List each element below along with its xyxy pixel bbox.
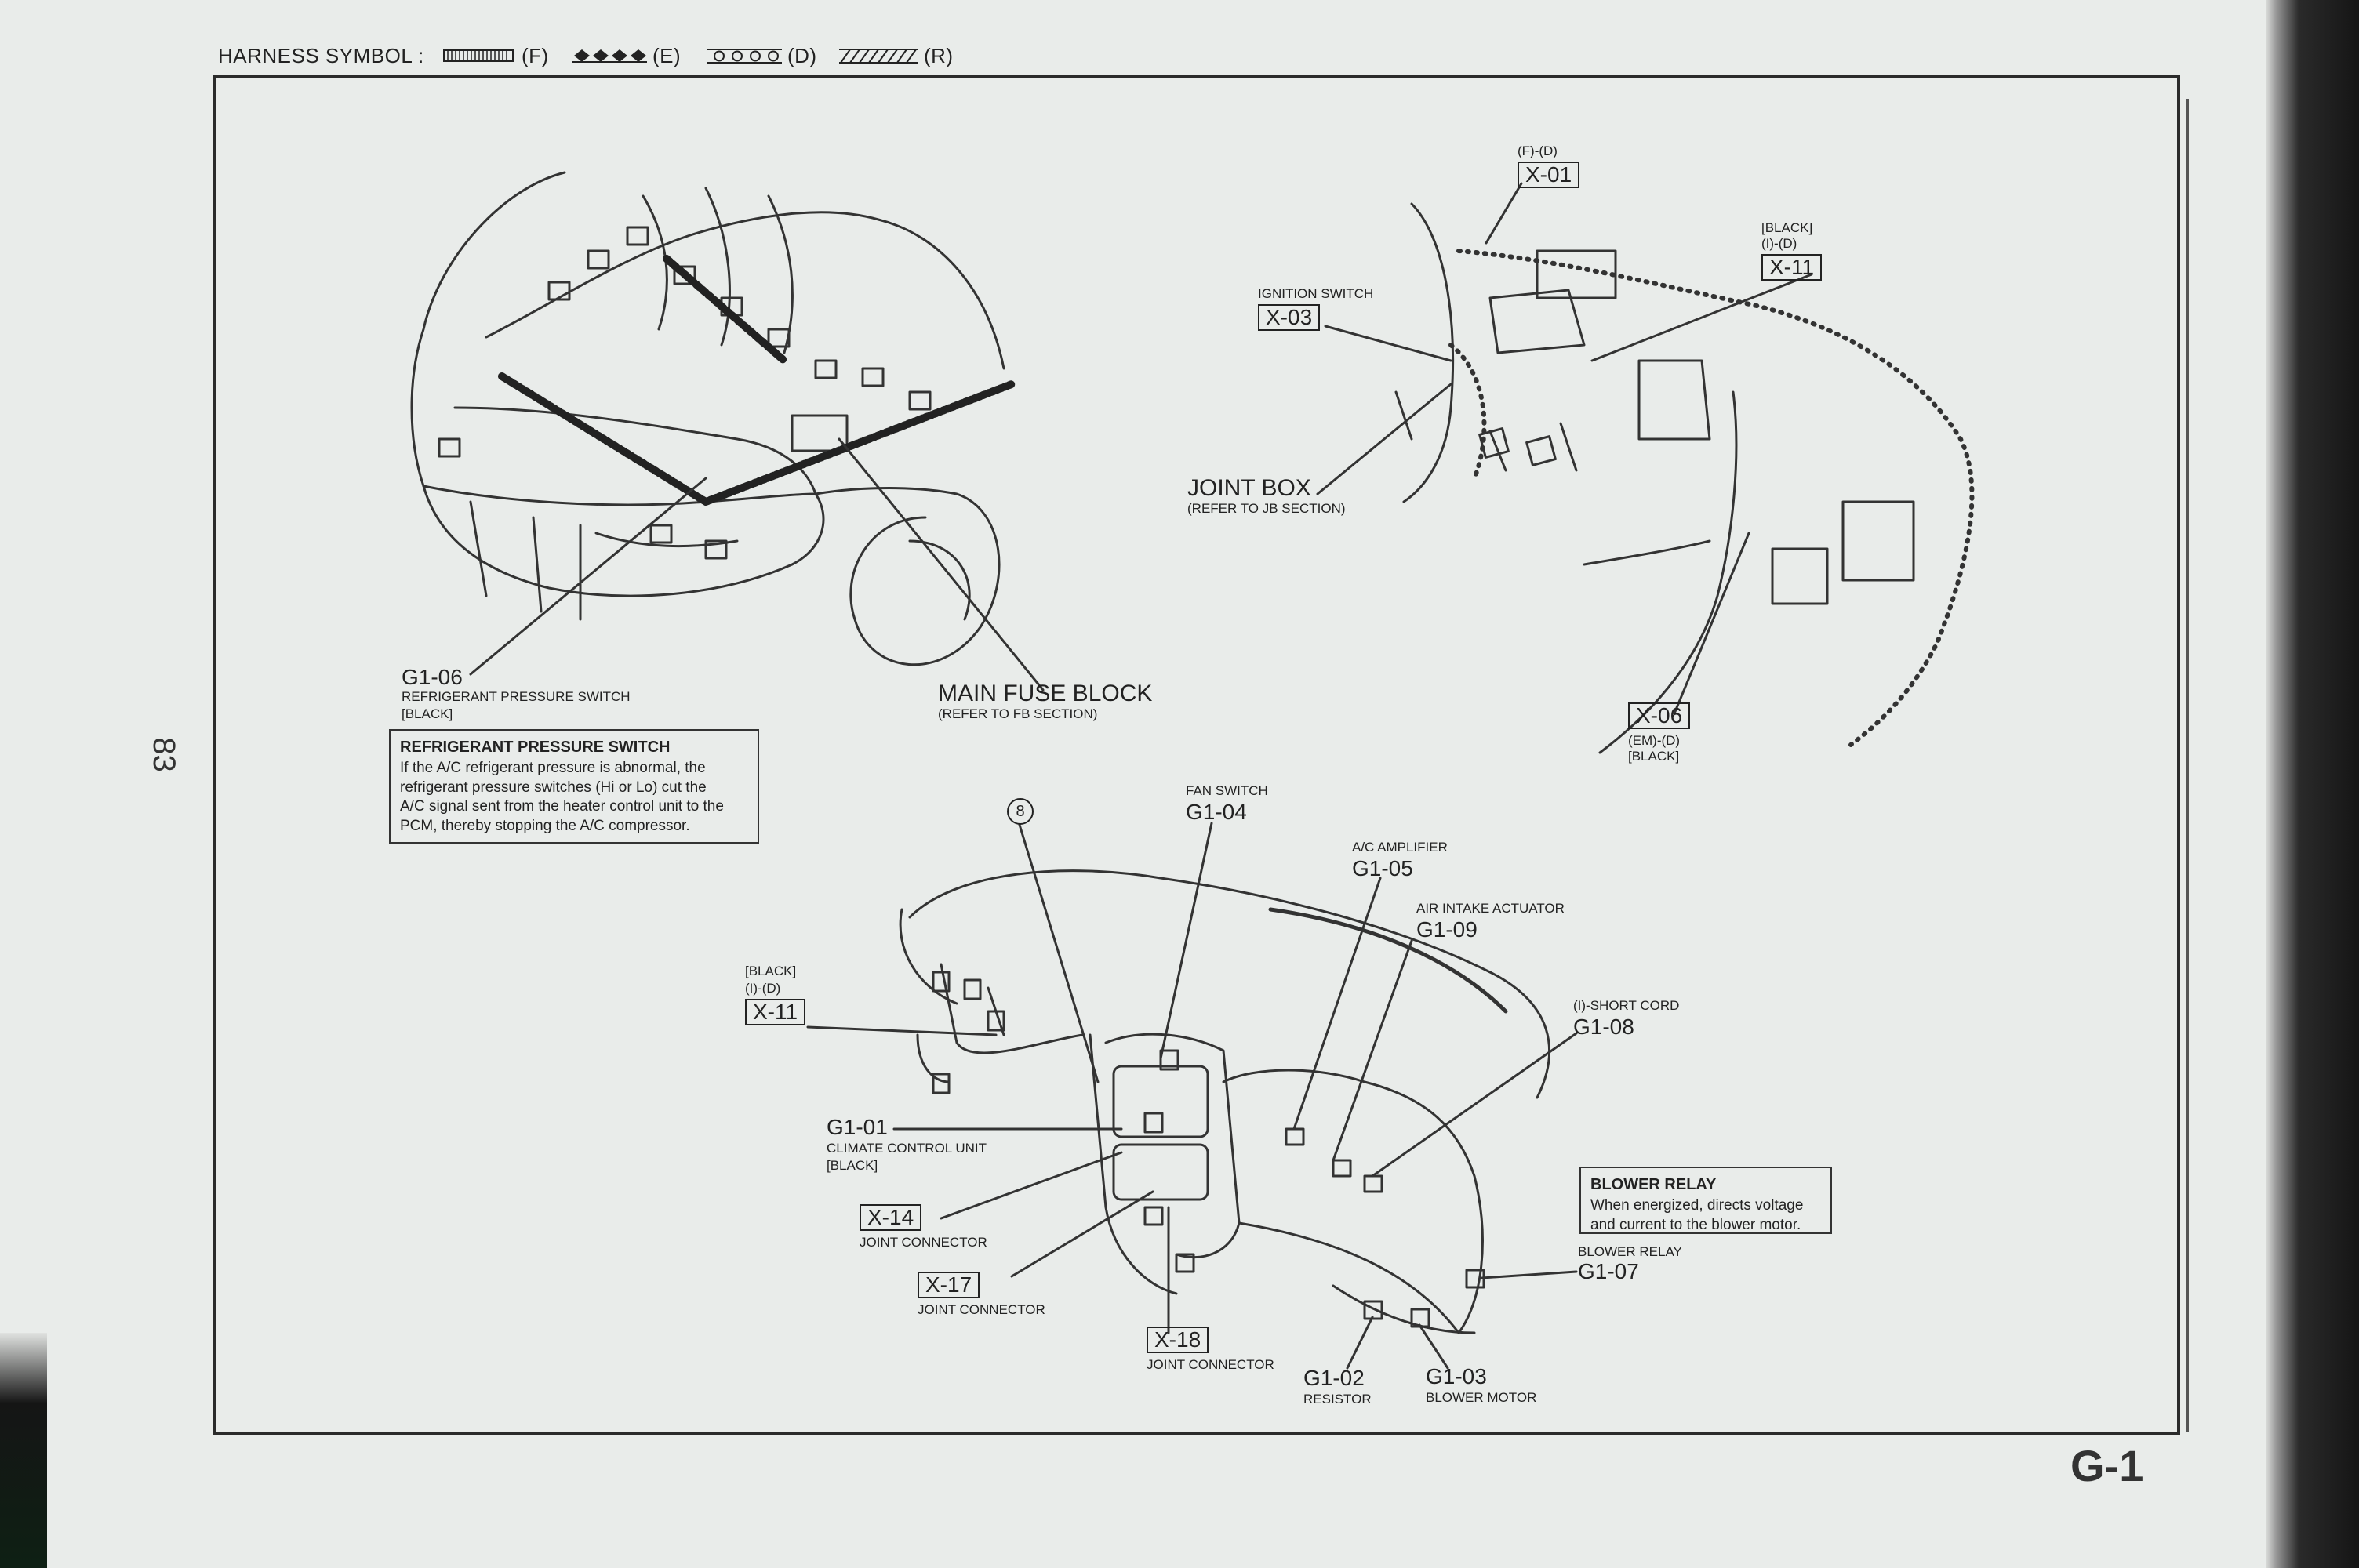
label-x01-harness: (F)-(D)	[1518, 143, 1558, 158]
background-corner	[0, 1333, 47, 1568]
symbol-diamonds	[572, 49, 647, 63]
blower-note-line-2: and current to the blower motor.	[1590, 1216, 1801, 1233]
label-main-fuse-block: MAIN FUSE BLOCK	[938, 681, 1153, 706]
label-g1-04-code: G1-04	[1186, 800, 1247, 824]
label-panel-x11-harness: (I)-(D)	[745, 981, 781, 996]
symbol-circles	[707, 49, 782, 64]
label-x06-code: X-06	[1628, 702, 1691, 729]
label-g1-06-code: G1-06	[402, 665, 463, 689]
label-main-fuse-block-ref: (REFER TO FB SECTION)	[938, 706, 1098, 721]
label-g1-09-name: AIR INTAKE ACTUATOR	[1416, 901, 1565, 916]
symbol-slant-hatch	[839, 49, 918, 64]
label-g1-09-code: G1-09	[1416, 917, 1478, 942]
note-line-4: PCM, thereby stopping the A/C compressor…	[400, 818, 690, 835]
label-g1-01-code: G1-01	[827, 1115, 888, 1139]
label-x18-name: JOINT CONNECTOR	[1147, 1357, 1274, 1372]
symbol-dense-hatch	[443, 49, 514, 62]
manual-page	[0, 0, 2274, 1568]
blower-note-title: BLOWER RELAY	[1590, 1176, 1717, 1193]
symbol-code-f: (F)	[522, 44, 549, 67]
label-g1-03-code: G1-03	[1426, 1364, 1487, 1388]
label-g1-05-name: A/C AMPLIFIER	[1352, 840, 1448, 855]
instrument-panel-drawing	[899, 869, 1551, 1334]
label-x14-name: JOINT CONNECTOR	[860, 1235, 987, 1250]
label-x01-code: X-01	[1518, 162, 1580, 188]
harness-symbol-label: HARNESS SYMBOL :	[218, 44, 424, 67]
label-g1-01-name: CLIMATE CONTROL UNIT	[827, 1141, 987, 1156]
dash-harness-drawing	[1394, 202, 1975, 754]
label-x18-code: X-18	[1147, 1327, 1209, 1353]
label-x06-color: [BLACK]	[1628, 749, 1680, 764]
label-g1-07-code: G1-07	[1578, 1259, 1639, 1283]
label-dash-x11-code: X-11	[1761, 254, 1823, 281]
note-line-2: refrigerant pressure switches (Hi or Lo)…	[400, 779, 707, 796]
refrigerant-switch-note: REFRIGERANT PRESSURE SWITCH If the A/C r…	[389, 729, 759, 844]
label-dash-x11-harness: (I)-(D)	[1761, 236, 1797, 251]
diagram-frame	[213, 75, 2180, 1435]
label-x06-harness: (EM)-(D)	[1628, 733, 1681, 748]
label-x03-name: IGNITION SWITCH	[1258, 286, 1374, 301]
label-panel-x11-code: X-11	[745, 999, 806, 1025]
label-g1-03-name: BLOWER MOTOR	[1426, 1390, 1537, 1405]
label-g1-05-code: G1-05	[1352, 856, 1413, 880]
label-g1-08-name: (I)-SHORT CORD	[1573, 998, 1680, 1013]
label-joint-box: JOINT BOX	[1187, 475, 1311, 501]
page-edge-shadow	[2266, 0, 2359, 1568]
label-x17-name: JOINT CONNECTOR	[918, 1302, 1045, 1317]
note-line-1: If the A/C refrigerant pressure is abnor…	[400, 760, 706, 776]
label-x17-code: X-17	[918, 1272, 980, 1298]
symbol-code-e: (E)	[652, 44, 682, 67]
note-title: REFRIGERANT PRESSURE SWITCH	[400, 739, 671, 756]
note-line-3: A/C signal sent from the heater control …	[400, 798, 724, 815]
engine-compartment-drawing	[410, 171, 1005, 666]
label-g1-02-code: G1-02	[1303, 1366, 1365, 1390]
label-x03-code: X-03	[1258, 304, 1321, 331]
label-g1-01-color: [BLACK]	[827, 1158, 878, 1173]
label-panel-x11-color: [BLACK]	[745, 964, 797, 978]
label-dash-x11-color: [BLACK]	[1761, 220, 1813, 235]
label-joint-box-ref: (REFER TO JB SECTION)	[1187, 501, 1346, 516]
blower-relay-note: BLOWER RELAY When energized, directs vol…	[1579, 1167, 1832, 1234]
label-g1-04-name: FAN SWITCH	[1186, 783, 1268, 798]
label-g1-06-color: [BLACK]	[402, 706, 453, 721]
circle-reference-8: 8	[1007, 798, 1034, 825]
symbol-code-r: (R)	[924, 44, 954, 67]
blower-note-line-1: When energized, directs voltage	[1590, 1197, 1804, 1214]
label-x14-code: X-14	[860, 1204, 922, 1231]
label-g1-07-name: BLOWER RELAY	[1578, 1244, 1682, 1259]
symbol-code-d: (D)	[787, 44, 817, 67]
label-g1-06-name: REFRIGERANT PRESSURE SWITCH	[402, 689, 631, 704]
label-g1-02-name: RESISTOR	[1303, 1392, 1372, 1406]
page-code: G-1	[2070, 1441, 2144, 1490]
frame-shadow-line	[2186, 99, 2189, 1432]
label-g1-08-code: G1-08	[1573, 1014, 1634, 1039]
